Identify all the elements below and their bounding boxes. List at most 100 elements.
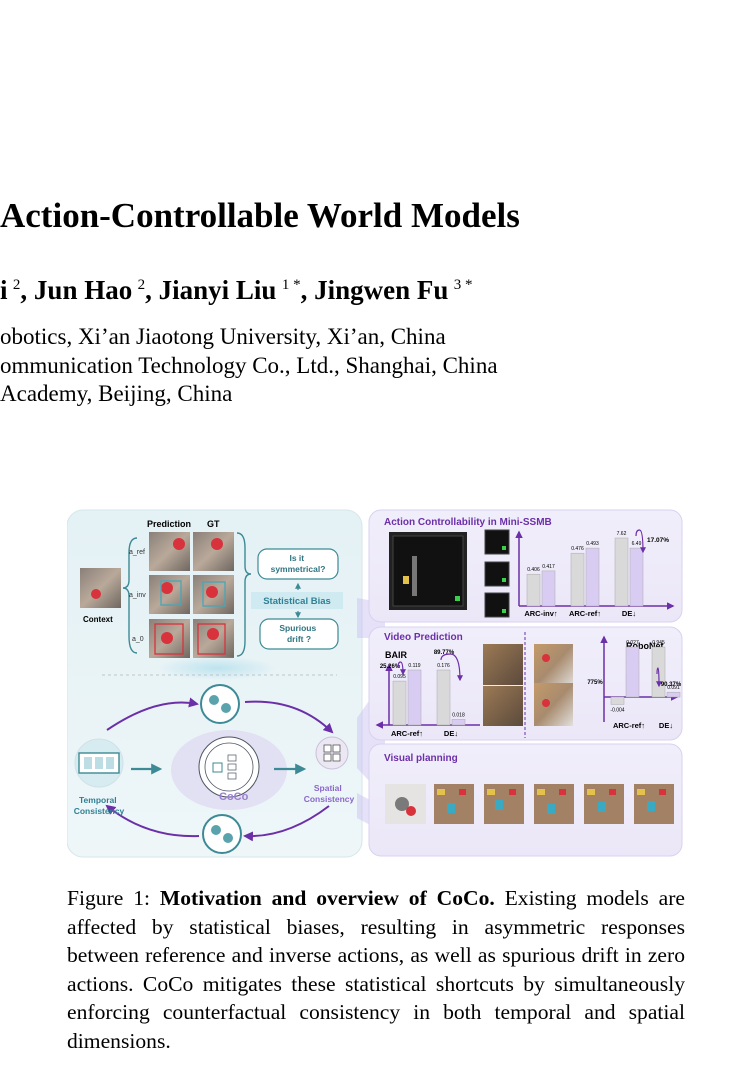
- tick-label-1: DE↓: [659, 721, 673, 730]
- temporal-label-l2: Consistency: [74, 806, 125, 816]
- bar-label-0-1: 0.417: [542, 564, 555, 570]
- prediction-label: Prediction: [147, 519, 191, 529]
- tick-label-0: ARC-ref↑: [391, 729, 423, 738]
- statistical-bias-label: Statistical Bias: [263, 596, 331, 607]
- spatial-label-l2: Consistency: [304, 794, 355, 804]
- thumb-3: [484, 592, 510, 618]
- cycle-arrow-4: [105, 804, 200, 838]
- svg-text:Is it symmetrical?: Is it symmetrical?: [271, 553, 326, 574]
- author-2-affil: 2: [137, 277, 146, 293]
- paper-title: Action-Controllable World Models: [0, 196, 520, 235]
- spatial-grid-icon: [315, 736, 349, 770]
- bar-1-1: [666, 691, 681, 698]
- overview-figure: Prediction GT Context a_ref a_inv a_0: [67, 509, 683, 858]
- author-4-affil: 3 *: [453, 277, 473, 293]
- svg-text:Temporal Consistency: Temporal Consistency: [74, 795, 125, 816]
- panel3-title: Visual planning: [384, 753, 458, 764]
- bair-label: BAIR: [385, 650, 407, 660]
- bar-0-1: [407, 669, 422, 726]
- improvement-label-0: 775%: [587, 680, 603, 686]
- context-brace: [122, 537, 138, 654]
- author-1-affil: 2: [12, 277, 21, 293]
- cycle-arrow-2: [244, 700, 334, 734]
- coco-core: [171, 730, 287, 810]
- bar-0-0: [610, 696, 625, 705]
- bar-0-1: [625, 646, 640, 698]
- bar-1-1: [451, 719, 466, 726]
- bair-arrow-1: [440, 653, 463, 682]
- left-panel: Prediction GT Context a_ref a_inv a_0: [67, 509, 363, 858]
- plan-frame-objects: [437, 789, 666, 814]
- author-3: Jianyi Liu: [158, 275, 277, 305]
- svg-text:Spatial Consistency: Spatial Consistency: [304, 783, 355, 804]
- improvement-label-1: 90.37%: [661, 682, 682, 688]
- bar-label-0-1: 0.119: [408, 663, 420, 669]
- drift-bubble: Spurious drift ?: [259, 618, 339, 650]
- gt-label: GT: [207, 519, 220, 529]
- bar-label-2-1: 6.49: [632, 541, 642, 547]
- robonet-label: RoboNet: [626, 641, 664, 651]
- author-1: i: [0, 275, 8, 305]
- tick-label-2: DE↓: [622, 609, 636, 618]
- bar-label-1-1: 0.493: [586, 541, 599, 547]
- robonet-image-2: [534, 683, 573, 726]
- grid-brace: [236, 532, 252, 657]
- maze-image: [389, 532, 467, 610]
- bar-label-0-1: 0.027: [626, 640, 639, 646]
- bar-0-1: [541, 570, 556, 607]
- top-gear-icon: [200, 684, 240, 724]
- panel2-title: Video Prediction: [384, 632, 463, 643]
- context-image: [80, 568, 121, 608]
- statistical-bias-box: [251, 592, 343, 609]
- bar-1-0: [436, 669, 451, 726]
- caption-text: Existing models are affected by statisti…: [67, 886, 685, 1053]
- bottom-gear-icon: [202, 814, 242, 854]
- affiliation-2: ommunication Technology Co., Ltd., Shang…: [0, 353, 498, 378]
- film-strip-icon: [74, 738, 124, 788]
- bar-label-0-0: 0.095: [393, 674, 406, 680]
- bar-0-0: [392, 680, 407, 726]
- improvement-label: 17.07%: [647, 537, 669, 544]
- symmetric-bubble: Is it symmetrical?: [257, 548, 339, 580]
- coco-label: CoCo: [219, 791, 249, 803]
- chart-bair: 0.0950.119ARC-ref↑0.1760.018DE↓25.26%89.…: [375, 650, 480, 738]
- bar-label-0-0: -0.004: [610, 707, 624, 713]
- temporal-label-l1: Temporal: [79, 795, 117, 805]
- panel-mini-ssmb: Action Controllability in Mini-SSMB 0.40…: [368, 509, 683, 623]
- bar-label-0-0: 0.406: [527, 567, 540, 573]
- cycle-arrow-1: [106, 697, 199, 731]
- bar-label-2-0: 7.62: [617, 531, 627, 537]
- glow: [157, 656, 277, 680]
- panel-visual-planning: Visual planning: [368, 743, 683, 857]
- row-label-inv: a_inv: [129, 592, 146, 599]
- bubble-drift-l1: Spurious: [279, 623, 316, 633]
- bair-image-2: [483, 686, 523, 726]
- bubble-drift-l2: drift ?: [287, 634, 311, 644]
- author-2: Jun Hao: [33, 275, 133, 305]
- thumb-1: [484, 529, 510, 555]
- tick-label-0: ARC-inv↑: [524, 609, 557, 618]
- bar-label-1-0: 0.945: [652, 640, 665, 646]
- bair-arrow-0: [397, 661, 406, 676]
- tick-label-1: ARC-ref↑: [569, 609, 601, 618]
- affiliation-3: Academy, Beijing, China: [0, 381, 233, 406]
- bubble-symmetric-l1: Is it: [289, 553, 304, 563]
- bair-image-1: [483, 644, 523, 685]
- figure-caption: Figure 1: Motivation and overview of CoC…: [67, 884, 685, 1056]
- context-label: Context: [83, 615, 113, 624]
- bar-label-1-1: 0.091: [667, 685, 680, 691]
- robonet-image-1: [534, 644, 573, 687]
- row-label-ref: a_ref: [129, 549, 145, 556]
- improvement-label-0: 25.26%: [380, 664, 401, 670]
- author-list: i 2, Jun Hao 2, Jianyi Liu 1 *, Jingwen …: [0, 275, 473, 305]
- author-3-affil: 1 *: [281, 277, 301, 293]
- bar-label-1-0: 0.476: [571, 546, 584, 552]
- author-4: Jingwen Fu: [314, 275, 449, 305]
- improvement-label-1: 89.77%: [434, 650, 455, 656]
- row-label-zero: a_0: [132, 636, 144, 643]
- bar-label-1-0: 0.176: [437, 663, 450, 669]
- tick-label-0: ARC-ref↑: [613, 721, 645, 730]
- svg-text:Spurious drift ?: Spurious drift ?: [279, 623, 318, 644]
